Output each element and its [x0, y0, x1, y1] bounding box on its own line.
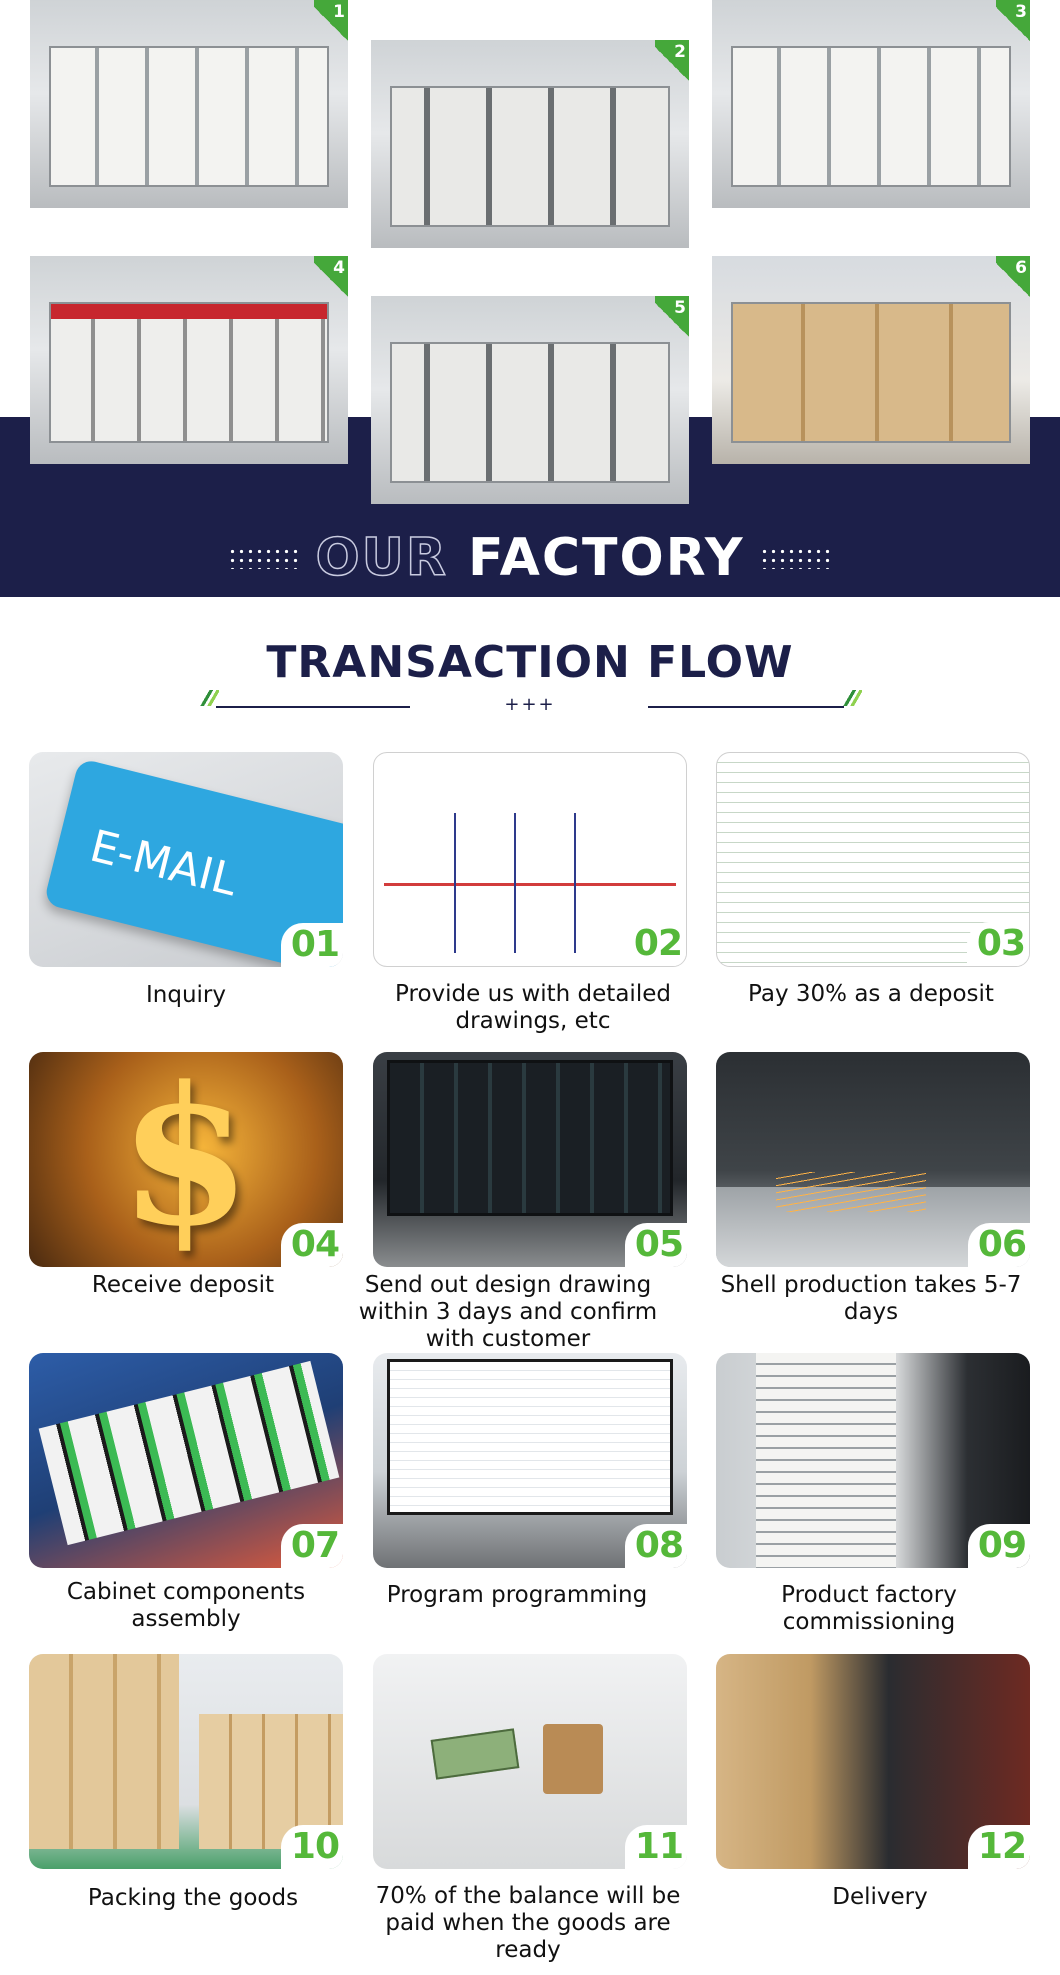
step-number: 12 [967, 1825, 1030, 1869]
title-divider-left [216, 706, 410, 708]
step-02-image: 02 [373, 752, 687, 967]
step-11-label: 70% of the balance will be paid when the… [375, 1883, 681, 1963]
transaction-flow-title: TRANSACTION FLOW [266, 637, 794, 688]
step-06-image: 06 [716, 1052, 1030, 1267]
factory-title: OUR FACTORY [0, 527, 1060, 589]
step-number: 04 [280, 1223, 343, 1267]
step-10-image: 10 [29, 1654, 343, 1869]
step-08-label: Program programming [386, 1582, 648, 1608]
step-number: 05 [624, 1223, 687, 1267]
step-number: 01 [280, 923, 343, 967]
factory-photo-5: 5 [371, 296, 689, 504]
dot-pattern-right [760, 547, 832, 569]
factory-photo-6: 6 [712, 256, 1030, 464]
step-number: 03 [966, 922, 1029, 966]
step-number: 02 [623, 922, 686, 966]
step-07-image: 07 [29, 1353, 343, 1568]
step-10-label: Packing the goods [87, 1885, 299, 1911]
step-number: 06 [967, 1223, 1030, 1267]
photo-number: 2 [674, 42, 686, 62]
step-number: 09 [967, 1524, 1030, 1568]
factory-photo-1: 1 [30, 0, 348, 208]
step-11-image: 11 [373, 1654, 687, 1869]
photo-number: 4 [333, 258, 345, 278]
title-accent-left-icon [197, 690, 219, 706]
step-06-label: Shell production takes 5-7 days [720, 1272, 1022, 1325]
step-04-label: Receive deposit [91, 1272, 275, 1298]
step-number: 07 [280, 1524, 343, 1568]
title-divider-right [648, 706, 844, 708]
step-01-label: Inquiry [146, 982, 226, 1008]
step-03-image: 03 [716, 752, 1030, 967]
factory-title-solid-word: FACTORY [468, 528, 745, 588]
step-03-label: Pay 30% as a deposit [748, 981, 994, 1007]
factory-photo-3: 3 [712, 0, 1030, 208]
step-07-label: Cabinet components assembly [66, 1579, 306, 1632]
step-12-image: 12 [716, 1654, 1030, 1869]
step-12-label: Delivery [832, 1884, 928, 1910]
step-05-image: 05 [373, 1052, 687, 1267]
step-number: 11 [624, 1825, 687, 1869]
step-04-image: $ 04 [29, 1052, 343, 1267]
step-number: 10 [280, 1825, 343, 1869]
title-accent-right-icon [840, 690, 862, 706]
step-05-label: Send out design drawing within 3 days an… [358, 1272, 658, 1352]
photo-number: 3 [1015, 2, 1027, 22]
title-divider-plus: +++ [504, 694, 556, 715]
step-number: 08 [624, 1524, 687, 1568]
factory-photo-2: 2 [371, 40, 689, 248]
dollar-sign-icon: $ [119, 1052, 252, 1267]
step-01-image: E-MAIL 01 [29, 752, 343, 967]
photo-number: 6 [1015, 258, 1027, 278]
dot-pattern-left [228, 547, 300, 569]
factory-photo-4: 4 [30, 256, 348, 464]
photo-number: 1 [333, 2, 345, 22]
factory-title-outline-word: OUR [315, 527, 448, 589]
step-02-label: Provide us with detailed drawings, etc [395, 981, 671, 1034]
step-08-image: 08 [373, 1353, 687, 1568]
step-09-image: 09 [716, 1353, 1030, 1568]
photo-number: 5 [674, 298, 686, 318]
step-09-label: Product factory commissioning [781, 1582, 957, 1635]
